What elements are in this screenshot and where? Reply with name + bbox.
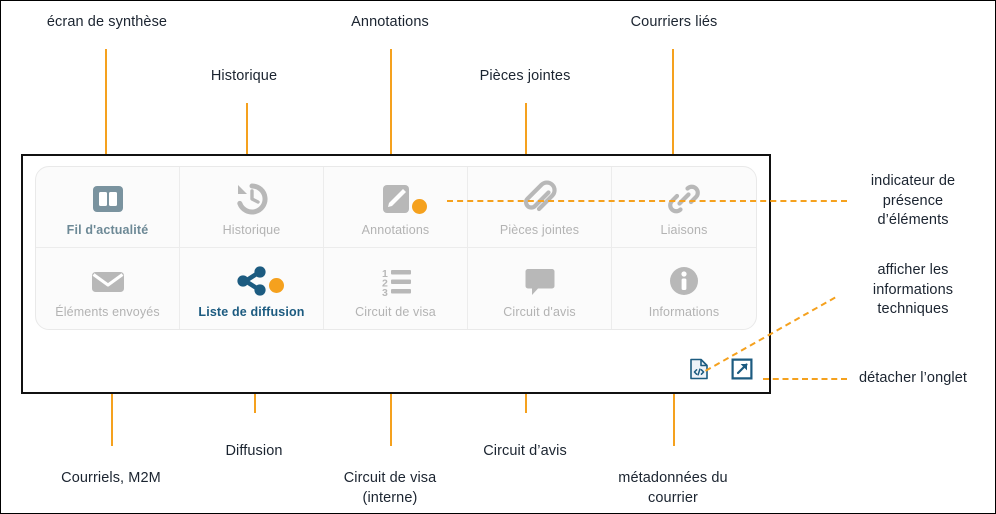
tab-liaisons[interactable]: Liaisons [612, 167, 756, 248]
leader-line-annotations [390, 49, 392, 154]
leader-line-circuit-davis [525, 394, 527, 413]
share-nodes-icon [232, 259, 272, 303]
history-clock-icon [232, 177, 272, 221]
tab-label: Liaisons [660, 223, 708, 237]
tab-label: Annotations [361, 223, 430, 237]
tab-informations[interactable]: Informations [612, 248, 756, 329]
tab-circuit-de-visa[interactable]: 1 2 3 Circuit de visa [324, 248, 468, 329]
tab-annotations[interactable]: Annotations [324, 167, 468, 248]
pencil-note-icon [376, 177, 416, 221]
external-link-icon[interactable] [731, 358, 753, 380]
tab-label: Circuit de visa [355, 304, 436, 319]
tab-label: Circuit d'avis [503, 304, 576, 319]
panel-footer-actions [689, 358, 753, 380]
svg-text:1: 1 [382, 268, 388, 280]
envelope-icon [88, 259, 128, 303]
tab-liste-de-diffusion[interactable]: Liste de diffusion [180, 248, 324, 329]
callout-ecran-de-synthese: écran de synthèse [46, 14, 168, 30]
callout-circuit-de-visa: Circuit de visa (interne) [343, 470, 437, 506]
tab-label: Historique [222, 223, 281, 237]
leader-line-courriels-m2m [111, 394, 113, 446]
leader-line-circuit-de-visa [390, 394, 392, 446]
tab-card: Fil d'actualité Historique [35, 166, 757, 330]
dashboard-panels-icon [88, 177, 128, 221]
callout-courriels-m2m: Courriels, M2M [61, 470, 161, 486]
callout-metadonnees: métadonnées du courrier [618, 470, 728, 506]
leader-line-metadonnees [673, 394, 675, 446]
tab-circuit-davis[interactable]: Circuit d'avis [468, 248, 612, 329]
tab-label: Liste de diffusion [198, 304, 305, 319]
callout-indicateur-presence: indicateur de présence d’éléments [870, 173, 956, 229]
callout-annotations: Annotations [351, 14, 429, 30]
leader-line-detacher-onglet [763, 378, 847, 380]
leader-line-diffusion [254, 394, 256, 413]
callout-pieces-jointes: Pièces jointes [479, 68, 571, 84]
info-circle-icon [664, 259, 704, 303]
file-code-icon[interactable] [689, 358, 709, 380]
callout-detacher-onglet: détacher l’onglet [858, 370, 968, 386]
chain-link-icon [664, 177, 704, 221]
callout-diffusion: Diffusion [225, 443, 283, 459]
leader-line-historique [246, 103, 248, 154]
callout-historique: Historique [210, 68, 278, 84]
svg-text:2: 2 [382, 277, 388, 289]
tab-label: Pièces jointes [499, 223, 580, 237]
presence-indicator-dot [412, 199, 427, 214]
leader-line-indicateur-presence [447, 200, 847, 202]
tab-elements-envoyes[interactable]: Éléments envoyés [36, 248, 180, 329]
tab-fil-dactualite[interactable]: Fil d'actualité [36, 167, 180, 248]
tab-label: Fil d'actualité [66, 223, 149, 237]
leader-line-ecran-de-synthese [105, 49, 107, 154]
callout-circuit-davis: Circuit d’avis [483, 443, 567, 459]
presence-indicator-dot [269, 278, 284, 293]
tab-pieces-jointes[interactable]: Pièces jointes [468, 167, 612, 248]
leader-line-courriers-lies [672, 49, 674, 154]
speech-bubble-icon [520, 259, 560, 303]
numbered-list-icon: 1 2 3 [376, 259, 416, 303]
tab-label: Éléments envoyés [55, 304, 160, 319]
tab-historique[interactable]: Historique [180, 167, 324, 248]
callout-courriers-lies: Courriers liés [630, 14, 718, 30]
paperclip-icon [520, 177, 560, 221]
svg-text:3: 3 [382, 287, 388, 299]
callout-infos-techniques: afficher les informations techniques [872, 262, 954, 318]
tab-label: Informations [648, 304, 720, 319]
tab-panel-frame: Fil d'actualité Historique [21, 154, 771, 394]
tab-grid: Fil d'actualité Historique [36, 167, 756, 329]
leader-line-pieces-jointes [525, 103, 527, 154]
